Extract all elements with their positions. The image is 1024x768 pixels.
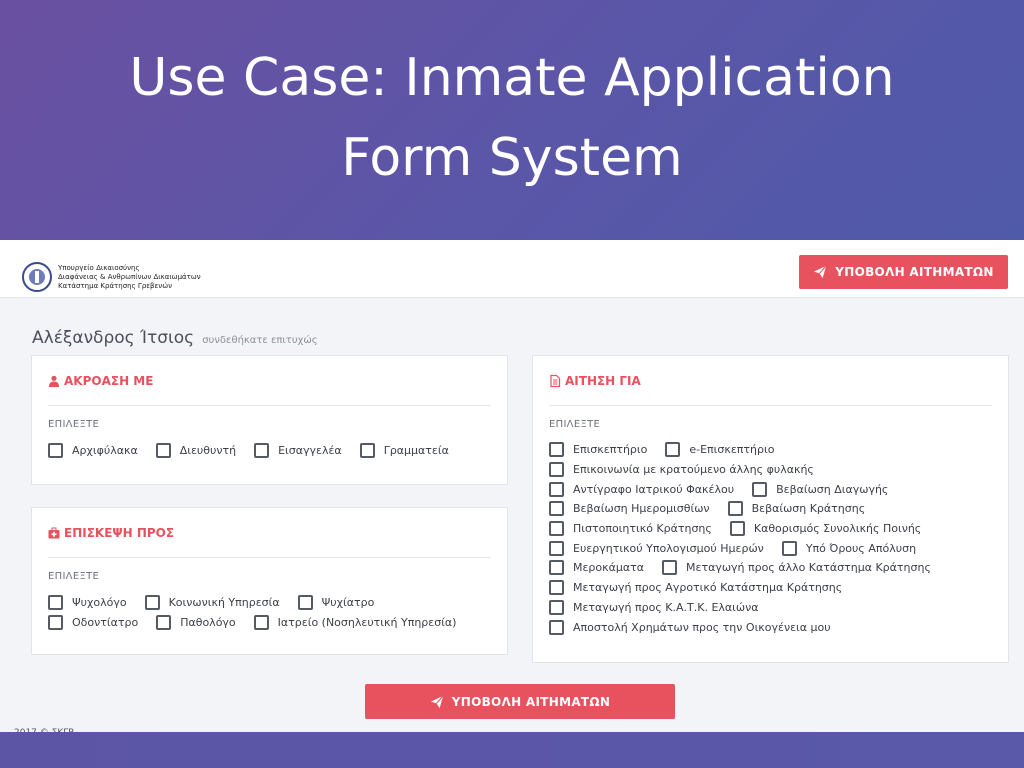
- visit-option-psychiatrist[interactable]: Ψυχίατρο: [297, 594, 374, 610]
- checkbox[interactable]: [662, 560, 678, 576]
- request-option-conduct-certificate[interactable]: Βεβαίωση Διαγωγής: [752, 481, 888, 497]
- hearing-option-chief-guard[interactable]: Αρχιφύλακα: [48, 442, 138, 458]
- request-option-parole[interactable]: Υπό Όρους Απόλυση: [781, 540, 916, 556]
- request-option-beneficial-days[interactable]: Ευεργητικού Υπολογισμού Ημερών: [549, 540, 764, 556]
- checkbox[interactable]: [48, 594, 63, 610]
- checkbox[interactable]: [155, 442, 171, 458]
- visit-option-psychologist[interactable]: Ψυχολόγο: [48, 594, 127, 610]
- visit-option-dentist[interactable]: Οδοντίατρο: [48, 614, 138, 630]
- paper-plane-icon: [814, 265, 827, 279]
- checkbox[interactable]: [297, 594, 313, 610]
- request-option-medical-file-copy[interactable]: Αντίγραφο Ιατρικού Φακέλου: [549, 481, 734, 497]
- checkbox[interactable]: [729, 521, 745, 537]
- slide-bottom-band: [0, 732, 1024, 768]
- welcome-message: Αλέξανδρος Ίτσιος συνδεθήκατε επιτυχώς: [32, 328, 318, 348]
- request-option-transfer-rural-prison[interactable]: Μεταγωγή προς Αγροτικό Κατάστημα Κράτηση…: [549, 580, 842, 596]
- hearing-choose-label: ΕΠΙΛΕΞΤΕ: [48, 419, 100, 430]
- visit-option-social-service[interactable]: Κοινωνική Υπηρεσία: [144, 594, 280, 610]
- checkbox[interactable]: [549, 560, 564, 576]
- hearing-option-secretariat[interactable]: Γραμματεία: [359, 442, 449, 458]
- request-option-transfer-katk[interactable]: Μεταγωγή προς Κ.Α.Τ.Κ. Ελαιώνα: [549, 599, 759, 615]
- visit-panel-header: ΕΠΙΣΚΕΨΗ ΠΡΟΣ: [48, 526, 491, 558]
- hearing-panel-header: ΑΚΡΟΑΣΗ ΜΕ: [48, 374, 491, 406]
- submit-requests-button-top[interactable]: ΥΠΟΒΟΛΗ ΑΙΤΗΜΑΤΩΝ: [799, 255, 1008, 289]
- request-option-send-money-family[interactable]: Αποστολή Χρημάτων προς την Οικογένεια μο…: [549, 619, 831, 635]
- app-header: Υπουργείο Δικαιοσύνης Διαφάνειας & Ανθρω…: [0, 240, 1024, 298]
- checkbox[interactable]: [549, 521, 564, 537]
- request-option-transfer-other-prison[interactable]: Μεταγωγή προς άλλο Κατάστημα Κράτησης: [662, 560, 931, 576]
- slide-title-line-1: Use Case: Inmate Application: [129, 48, 895, 108]
- checkbox[interactable]: [254, 442, 270, 458]
- visit-option-infirmary[interactable]: Ιατρείο (Νοσηλευτική Υπηρεσία): [253, 614, 456, 630]
- user-icon: [49, 375, 59, 387]
- login-success-text: συνδεθήκατε επιτυχώς: [202, 335, 318, 346]
- checkbox[interactable]: [549, 462, 564, 478]
- visit-panel: ΕΠΙΣΚΕΨΗ ΠΡΟΣ ΕΠΙΛΕΞΤΕ Ψυχολόγο Κοινωνικ…: [31, 507, 508, 655]
- checkbox[interactable]: [549, 599, 564, 615]
- request-option-visitation[interactable]: Επισκεπτήριο: [549, 442, 647, 458]
- ministry-logo-text: Υπουργείο Δικαιοσύνης Διαφάνειας & Ανθρω…: [58, 264, 201, 290]
- checkbox[interactable]: [752, 481, 768, 497]
- request-option-total-sentence[interactable]: Καθορισμός Συνολικής Ποινής: [729, 521, 921, 537]
- checkbox[interactable]: [144, 594, 160, 610]
- ministry-emblem-icon: [22, 262, 52, 292]
- hearing-panel: ΑΚΡΟΑΣΗ ΜΕ ΕΠΙΛΕΞΤΕ Αρχιφύλακα Διευθυντή…: [31, 355, 508, 485]
- checkbox[interactable]: [253, 614, 269, 630]
- request-option-day-wages[interactable]: Μεροκάματα: [549, 560, 644, 576]
- checkbox[interactable]: [549, 481, 564, 497]
- slide-title-banner: Use Case: Inmate Application Form System: [0, 0, 1024, 240]
- checkbox[interactable]: [549, 442, 564, 458]
- checkbox[interactable]: [549, 540, 564, 556]
- checkbox[interactable]: [665, 442, 681, 458]
- slide-title-line-2: Form System: [341, 128, 683, 188]
- request-option-detention-certificate[interactable]: Βεβαίωση Κράτησης: [727, 501, 865, 517]
- checkbox[interactable]: [156, 614, 172, 630]
- hearing-option-prosecutor[interactable]: Εισαγγελέα: [254, 442, 342, 458]
- medkit-icon: [48, 527, 60, 539]
- request-option-detention-attestation[interactable]: Πιστοποιητικό Κράτησης: [549, 521, 712, 537]
- app-screenshot: Υπουργείο Δικαιοσύνης Διαφάνειας & Ανθρω…: [0, 240, 1024, 738]
- checkbox[interactable]: [359, 442, 375, 458]
- checkbox[interactable]: [549, 580, 564, 596]
- request-option-e-visitation[interactable]: e-Επισκεπτήριο: [665, 442, 774, 458]
- paper-plane-icon: [430, 695, 444, 708]
- request-option-contact-other-inmate[interactable]: Επικοινωνία με κρατούμενο άλλης φυλακής: [549, 462, 814, 478]
- checkbox[interactable]: [549, 501, 564, 517]
- submit-requests-button-bottom[interactable]: ΥΠΟΒΟΛΗ ΑΙΤΗΜΑΤΩΝ: [365, 684, 675, 719]
- visit-choose-label: ΕΠΙΛΕΞΤΕ: [48, 571, 100, 582]
- request-choose-label: ΕΠΙΛΕΞΤΕ: [549, 419, 601, 430]
- request-panel: ΑΙΤΗΣΗ ΓΙΑ ΕΠΙΛΕΞΤΕ Επισκεπτήριο e-Επισκ…: [532, 355, 1009, 663]
- visit-option-pathologist[interactable]: Παθολόγο: [156, 614, 236, 630]
- request-panel-header: ΑΙΤΗΣΗ ΓΙΑ: [549, 374, 992, 406]
- hearing-option-director[interactable]: Διευθυντή: [155, 442, 236, 458]
- checkbox[interactable]: [727, 501, 743, 517]
- user-name: Αλέξανδρος Ίτσιος: [32, 328, 195, 348]
- checkbox[interactable]: [549, 619, 564, 635]
- checkbox[interactable]: [48, 614, 63, 630]
- document-icon: [550, 374, 561, 388]
- checkbox[interactable]: [781, 540, 797, 556]
- checkbox[interactable]: [48, 442, 63, 458]
- request-option-wages-certificate[interactable]: Βεβαίωση Ημερομισθίων: [549, 501, 710, 517]
